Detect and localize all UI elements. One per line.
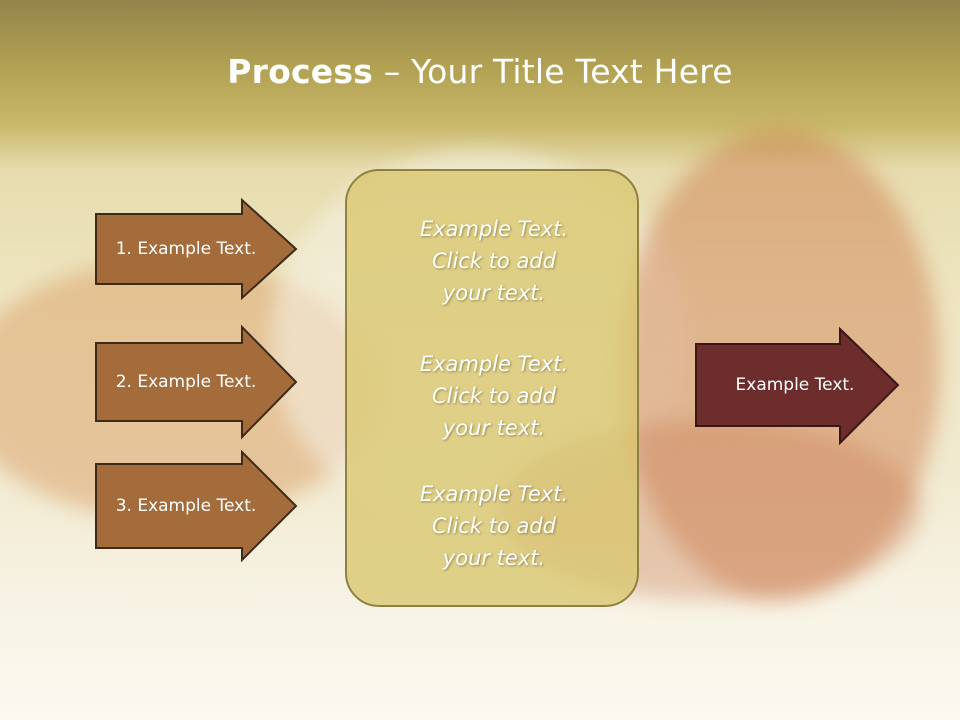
center-text-box[interactable]: Example Text. Click to add your text. Ex… [345,169,639,607]
block-3-line-3: your text. [442,546,546,570]
block-2-line-2: Click to add [431,384,556,408]
title-rest-text: – Your Title Text Here [373,52,733,91]
block-1-line-2: Click to add [431,249,556,273]
block-1-line-1: Example Text. [419,217,569,241]
left-arrow-3-label: 3. Example Text. [115,496,257,516]
center-text-block-3: Example Text. Click to add your text. [347,478,641,574]
left-arrow-1[interactable]: 1. Example Text. [95,197,298,301]
block-2-line-3: your text. [442,416,546,440]
right-arrow[interactable]: Example Text. [695,326,900,446]
arrow-shape [95,324,298,440]
arrow-shape [95,197,298,301]
left-arrow-2[interactable]: 2. Example Text. [95,324,298,440]
block-3-line-2: Click to add [431,514,556,538]
right-arrow-label: Example Text. [735,375,855,395]
title-bold-text: Process [227,52,374,91]
arrow-shape [95,449,298,563]
center-text-block-2: Example Text. Click to add your text. [347,348,641,444]
left-arrow-1-label: 1. Example Text. [115,239,257,259]
left-arrow-2-label: 2. Example Text. [115,372,257,392]
block-1-line-3: your text. [442,281,546,305]
left-arrow-3[interactable]: 3. Example Text. [95,449,298,563]
block-3-line-1: Example Text. [419,482,569,506]
slide-title[interactable]: Process – Your Title Text Here [0,52,960,91]
arrow-shape [695,326,900,446]
center-text-block-1: Example Text. Click to add your text. [347,213,641,309]
block-2-line-1: Example Text. [419,352,569,376]
